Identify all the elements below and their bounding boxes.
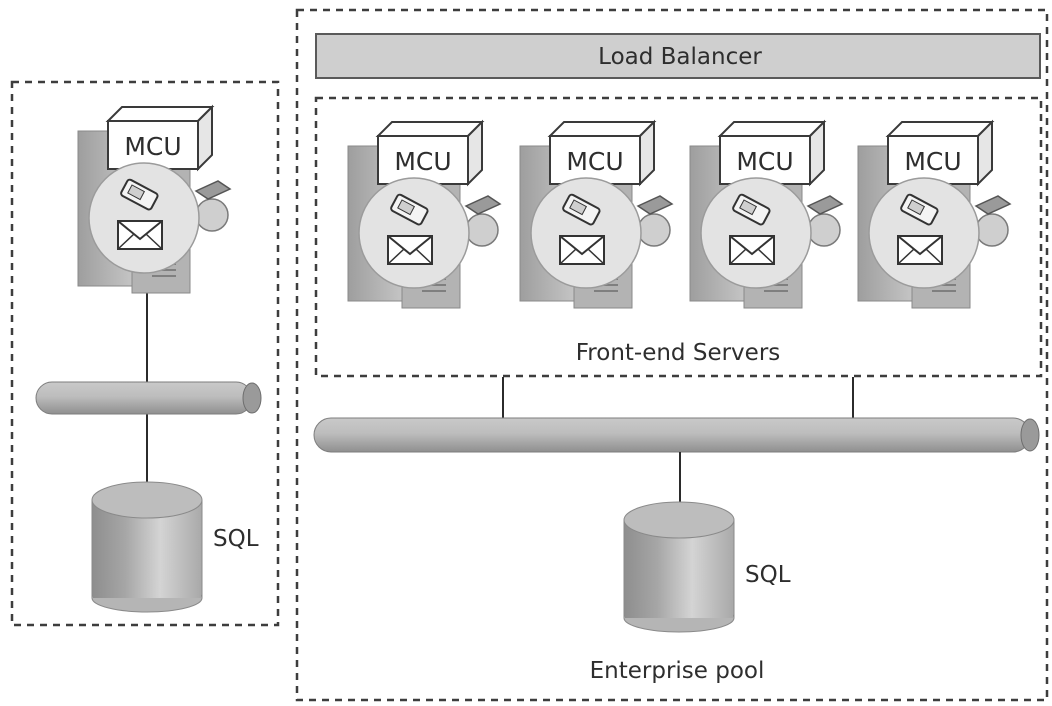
- front-end-servers-boundary: [314, 96, 1043, 378]
- front-end-server-mcu-label: MCU: [566, 147, 623, 176]
- front-end-server-mcu-label: MCU: [394, 147, 451, 176]
- enterprise-network-pipe: [313, 417, 1040, 453]
- left-network-pipe: [35, 381, 262, 415]
- enterprise-sql-database-icon: [623, 501, 735, 633]
- left-sql-label: SQL: [213, 526, 259, 552]
- load-balancer-bar: [315, 33, 1041, 79]
- enterprise-pool-boundary: [295, 8, 1049, 702]
- left-server-mcu-label: MCU: [124, 132, 181, 161]
- enterprise-pool-label: Enterprise pool: [590, 658, 765, 684]
- standard-edition-boundary: [10, 80, 280, 627]
- load-balancer-label: Load Balancer: [598, 44, 762, 70]
- front-end-server-mcu-label: MCU: [736, 147, 793, 176]
- front-end-server-mcu-label: MCU: [904, 147, 961, 176]
- enterprise-sql-label: SQL: [745, 562, 791, 588]
- front-end-servers-label: Front-end Servers: [576, 340, 781, 366]
- left-sql-database-icon: [91, 481, 203, 613]
